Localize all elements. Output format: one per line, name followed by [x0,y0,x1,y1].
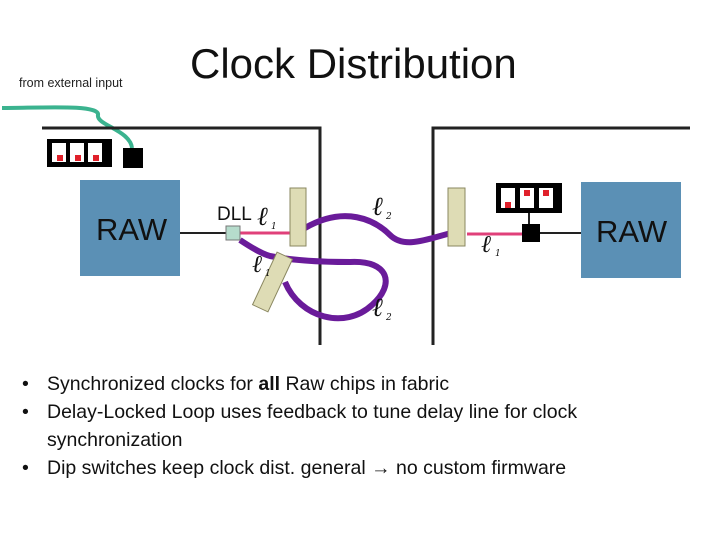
bullet-item: • Delay-Locked Loop uses feedback to tun… [22,398,702,454]
svg-text:ℓ: ℓ [372,192,383,222]
dll-node [225,225,241,241]
delay-element-left [289,187,307,247]
left-raw-block [80,180,180,276]
svg-text:ℓ: ℓ [481,230,491,258]
left-clock-source [123,148,143,168]
external-input-label: from external input [19,76,123,90]
delay-element-angled [251,251,294,313]
left-dip-switch [47,139,112,167]
right-clock-node [522,224,540,242]
right-arrow-icon: → [371,457,391,479]
svg-text:2: 2 [385,313,392,323]
slide-title: Clock Distribution [190,40,517,87]
label-l1-top: ℓ 1 [257,202,277,232]
bullet-dot: • [22,401,29,423]
svg-text:ℓ: ℓ [252,250,262,278]
bullet-dot: • [22,457,29,479]
right-raw-block [581,182,681,278]
left-board-outline [42,126,322,345]
dll-label: DLL [217,204,252,225]
delay-line-l2-upper [303,213,456,246]
bullet-item: • Dip switches keep clock dist. general … [22,454,702,482]
svg-text:ℓ: ℓ [257,202,268,232]
svg-text:2: 2 [385,212,392,222]
svg-text:1: 1 [495,249,501,259]
label-l2-bottom: ℓ 2 [372,293,392,323]
bullet-dot: • [22,373,29,395]
right-raw-label: RAW [596,214,668,249]
svg-text:ℓ: ℓ [372,293,383,323]
label-l1-middle: ℓ 1 [252,250,271,279]
label-l1-right: ℓ 1 [481,230,501,259]
right-dip-switch [496,183,562,213]
left-raw-label: RAW [96,212,168,247]
external-input-cable [1,105,134,149]
delay-element-right [447,187,466,247]
clock-distribution-diagram: RAW DLL RAW ℓ 1 ℓ 1 ℓ 2 ℓ 2 [1,105,690,345]
bullet-item: • Synchronized clocks for all Raw chips … [22,370,702,398]
delay-line-l2-lower [238,237,389,322]
bullet-list: • Synchronized clocks for all Raw chips … [22,370,702,482]
svg-text:1: 1 [265,269,271,279]
svg-text:1: 1 [271,222,277,232]
label-l2-top: ℓ 2 [372,192,392,222]
right-board-outline [431,126,690,345]
